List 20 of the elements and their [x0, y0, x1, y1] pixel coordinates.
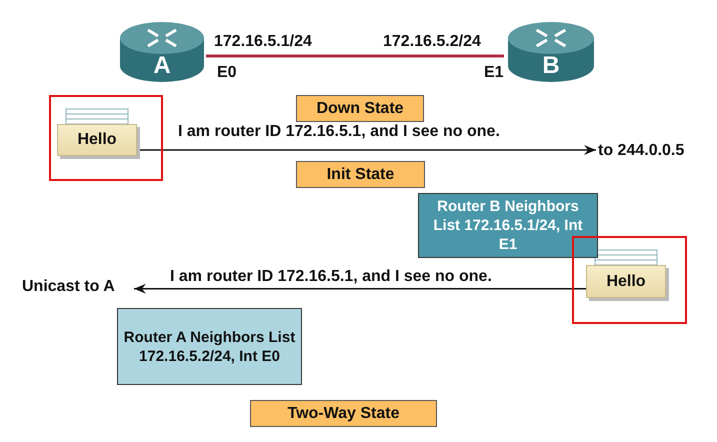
- hello-envelope: Hello: [586, 265, 666, 298]
- link-line: [206, 54, 504, 58]
- address-text: to 244.0.0.5: [598, 142, 714, 162]
- edge-label: I am router ID 172.16.5.1, and I see no one.: [176, 123, 502, 141]
- hello-envelope: Hello: [57, 124, 137, 156]
- ip-address-label: 172.16.5.1/24: [214, 33, 312, 51]
- address-text: Unicast to A: [22, 278, 132, 298]
- interface-label: E0: [217, 64, 237, 82]
- state-label: Init State: [296, 161, 425, 188]
- neighbor-list-panel: Router A Neighbors List 172.16.5.2/24, Int E0: [117, 308, 302, 385]
- highlight-frame: [572, 236, 687, 324]
- neighbor-list-panel: Router B Neighbors List 172.16.5.1/24, Int E1: [418, 193, 598, 258]
- state-label: Down State: [296, 95, 424, 122]
- state-label: Two-Way State: [250, 400, 437, 427]
- arrow: [137, 145, 596, 155]
- arrow: [134, 284, 586, 294]
- ip-address-label: 172.16.5.2/24: [383, 33, 481, 51]
- highlight-frame: [49, 95, 163, 181]
- edge-label: I am router ID 172.16.5.1, and I see no one.: [168, 268, 494, 286]
- interface-label: E1: [484, 64, 504, 82]
